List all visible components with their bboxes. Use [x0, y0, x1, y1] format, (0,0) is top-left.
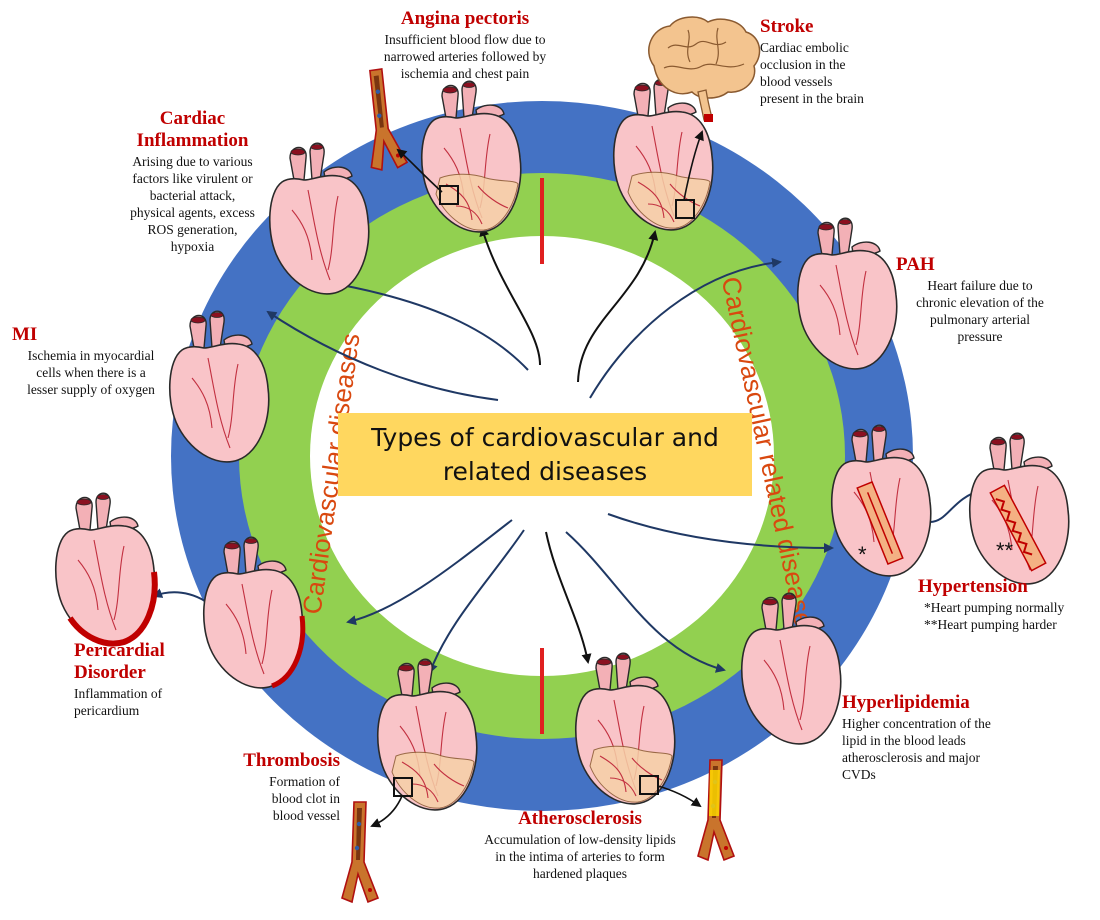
arrow-inflammation — [323, 278, 529, 371]
atherosclerosis-desc-2: in the intima of arteries to form — [495, 849, 665, 864]
arrow-angina — [479, 226, 541, 366]
inflammation-title-2: Inflammation — [136, 130, 249, 151]
stroke-desc-4: present in the brain — [760, 91, 864, 106]
hyperlipidemia-desc-2: lipid in the blood leads — [842, 733, 966, 748]
heart-hypertension-harder-icon — [968, 432, 1070, 585]
hyperlipidemia-desc-4: CVDs — [842, 767, 876, 782]
arrow-stroke — [577, 230, 659, 383]
stroke-callout-arrow — [683, 130, 704, 201]
arrow-hyperlipidemia — [565, 531, 726, 673]
hypertension-desc-2: **Heart pumping harder — [924, 617, 1057, 632]
pah-title: PAH — [896, 254, 935, 275]
pah-desc-1: Heart failure due to — [927, 278, 1033, 293]
mi-desc-3: lesser supply of oxygen — [27, 382, 155, 397]
angina-desc-1: Insufficient blood flow due to — [384, 32, 546, 47]
inflammation-desc-3: bacterial attack, — [149, 188, 236, 203]
stroke-desc-1: Cardiac embolic — [760, 40, 849, 55]
inflammation-title-1: Cardiac — [159, 108, 226, 129]
hypertension-mark-harder: ** — [996, 538, 1014, 563]
inflammation-desc-5: ROS generation, — [147, 222, 238, 237]
mi-desc-2: cells when there is a — [36, 365, 146, 380]
hypertension-desc-1: *Heart pumping normally — [924, 600, 1065, 615]
arrow-atherosclerosis — [545, 531, 592, 664]
label-pah: PAH Heart failure due to chronic elevati… — [880, 254, 1080, 345]
arrow-pericardial — [346, 519, 513, 626]
pah-desc-3: pulmonary arterial — [929, 312, 1031, 327]
center-title-line-1: Types of cardiovascular and — [371, 423, 719, 452]
pah-desc-4: pressure — [957, 329, 1003, 344]
angina-zoom-box — [439, 185, 459, 205]
pericardial-title-1: Pericardial — [74, 640, 165, 661]
heart-pericardial-outer-icon — [54, 492, 158, 647]
label-stroke: Stroke Cardiac embolic occlusion in the … — [760, 16, 920, 107]
hypertension-rods — [856, 481, 1047, 572]
hypertension-mark-normal: * — [858, 542, 867, 567]
label-mi: MI Ischemia in myocardial cells when the… — [6, 324, 176, 398]
mi-desc-1: Ischemia in myocardial — [27, 348, 155, 363]
atherosclerosis-desc-3: hardened plaques — [532, 866, 628, 881]
inflammation-desc-4: physical agents, excess — [130, 205, 255, 220]
thrombosis-callout-arrow — [370, 795, 403, 828]
label-angina: Angina pectoris Insufficient blood flow … — [355, 8, 575, 82]
thrombosis-desc-1: Formation of — [269, 774, 340, 789]
label-atherosclerosis: Atherosclerosis Accumulation of low-dens… — [460, 808, 700, 882]
arrow-pah — [589, 257, 782, 399]
hyperlipidemia-desc-3: atherosclerosis and major — [842, 750, 980, 765]
mi-title: MI — [12, 324, 38, 345]
artery-thrombosis-icon — [341, 801, 379, 903]
atherosclerosis-title: Atherosclerosis — [518, 808, 642, 829]
hyperlipidemia-desc-1: Higher concentration of the — [842, 716, 991, 731]
inflammation-desc-1: Arising due to various — [132, 154, 253, 169]
arrow-hypertension — [607, 513, 834, 553]
label-inflammation: Cardiac Inflammation Arising due to vari… — [100, 108, 285, 255]
inflammation-desc-2: factors like virulent or — [132, 171, 253, 186]
hypertension-title: Hypertension — [918, 576, 1028, 597]
pah-desc-2: chronic elevation of the — [916, 295, 1044, 310]
center-title-line-2: related diseases — [442, 457, 648, 486]
angina-callout-arrow — [396, 148, 443, 193]
connector-arrows — [152, 226, 984, 674]
thrombosis-title: Thrombosis — [243, 750, 340, 771]
label-hypertension: Hypertension *Heart pumping normally **H… — [918, 576, 1088, 633]
arrow-thrombosis — [428, 529, 525, 674]
label-thrombosis: Thrombosis Formation of blood clot in bl… — [210, 750, 340, 824]
label-pericardial: Pericardial Disorder Inflammation of per… — [74, 640, 224, 719]
center-title-box: Types of cardiovascular and related dise… — [338, 413, 752, 496]
atherosclerosis-callout-arrow — [657, 785, 702, 808]
stroke-desc-3: blood vessels — [760, 74, 833, 89]
stroke-zoom-box — [675, 199, 695, 219]
inflammation-desc-6: hypoxia — [170, 239, 215, 254]
hyperlipidemia-title: Hyperlipidemia — [842, 692, 970, 713]
brain-icon — [648, 16, 761, 122]
arrow-mi — [266, 310, 499, 401]
stroke-desc-2: occlusion in the — [760, 57, 846, 72]
heart-pericardial-icon — [202, 536, 306, 689]
artery-atherosclerosis-icon — [697, 759, 735, 861]
stroke-title: Stroke — [760, 16, 814, 37]
pericardial-title-2: Disorder — [74, 662, 146, 683]
thrombosis-zoom-box — [393, 777, 413, 797]
pericardial-desc-2: pericardium — [74, 703, 140, 718]
thrombosis-desc-3: blood vessel — [272, 808, 340, 823]
angina-title: Angina pectoris — [400, 8, 530, 29]
atherosclerosis-desc-1: Accumulation of low-density lipids — [484, 832, 676, 847]
angina-desc-3: ischemia and chest pain — [400, 66, 530, 81]
angina-desc-2: narrowed arteries followed by — [383, 49, 547, 64]
pericardial-desc-1: Inflammation of — [74, 686, 163, 701]
atherosclerosis-zoom-box — [639, 775, 659, 795]
label-hyperlipidemia: Hyperlipidemia Higher concentration of t… — [842, 692, 1032, 783]
thrombosis-desc-2: blood clot in — [271, 791, 340, 806]
